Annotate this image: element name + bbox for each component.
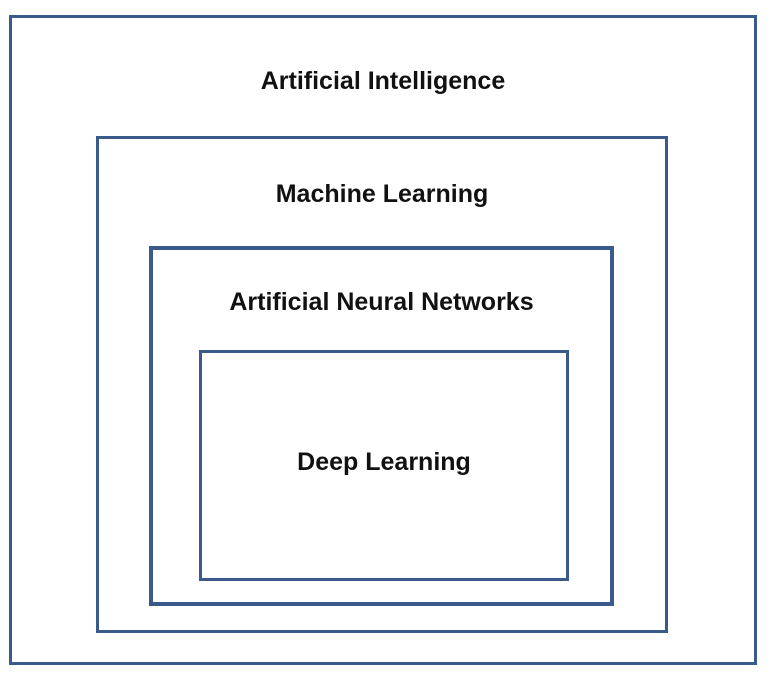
machine-learning-box: Machine Learning [96, 136, 668, 633]
artificial-intelligence-label: Artificial Intelligence [260, 67, 506, 95]
artificial-intelligence-box: Artificial Intelligence [9, 15, 757, 665]
deep-learning-box: Deep Learning [199, 350, 569, 581]
artificial-neural-networks-box: Artificial Neural Networks [149, 246, 614, 606]
artificial-neural-networks-label: Artificial Neural Networks [229, 288, 534, 316]
machine-learning-label: Machine Learning [275, 180, 489, 208]
deep-learning-label: Deep Learning [297, 448, 471, 476]
